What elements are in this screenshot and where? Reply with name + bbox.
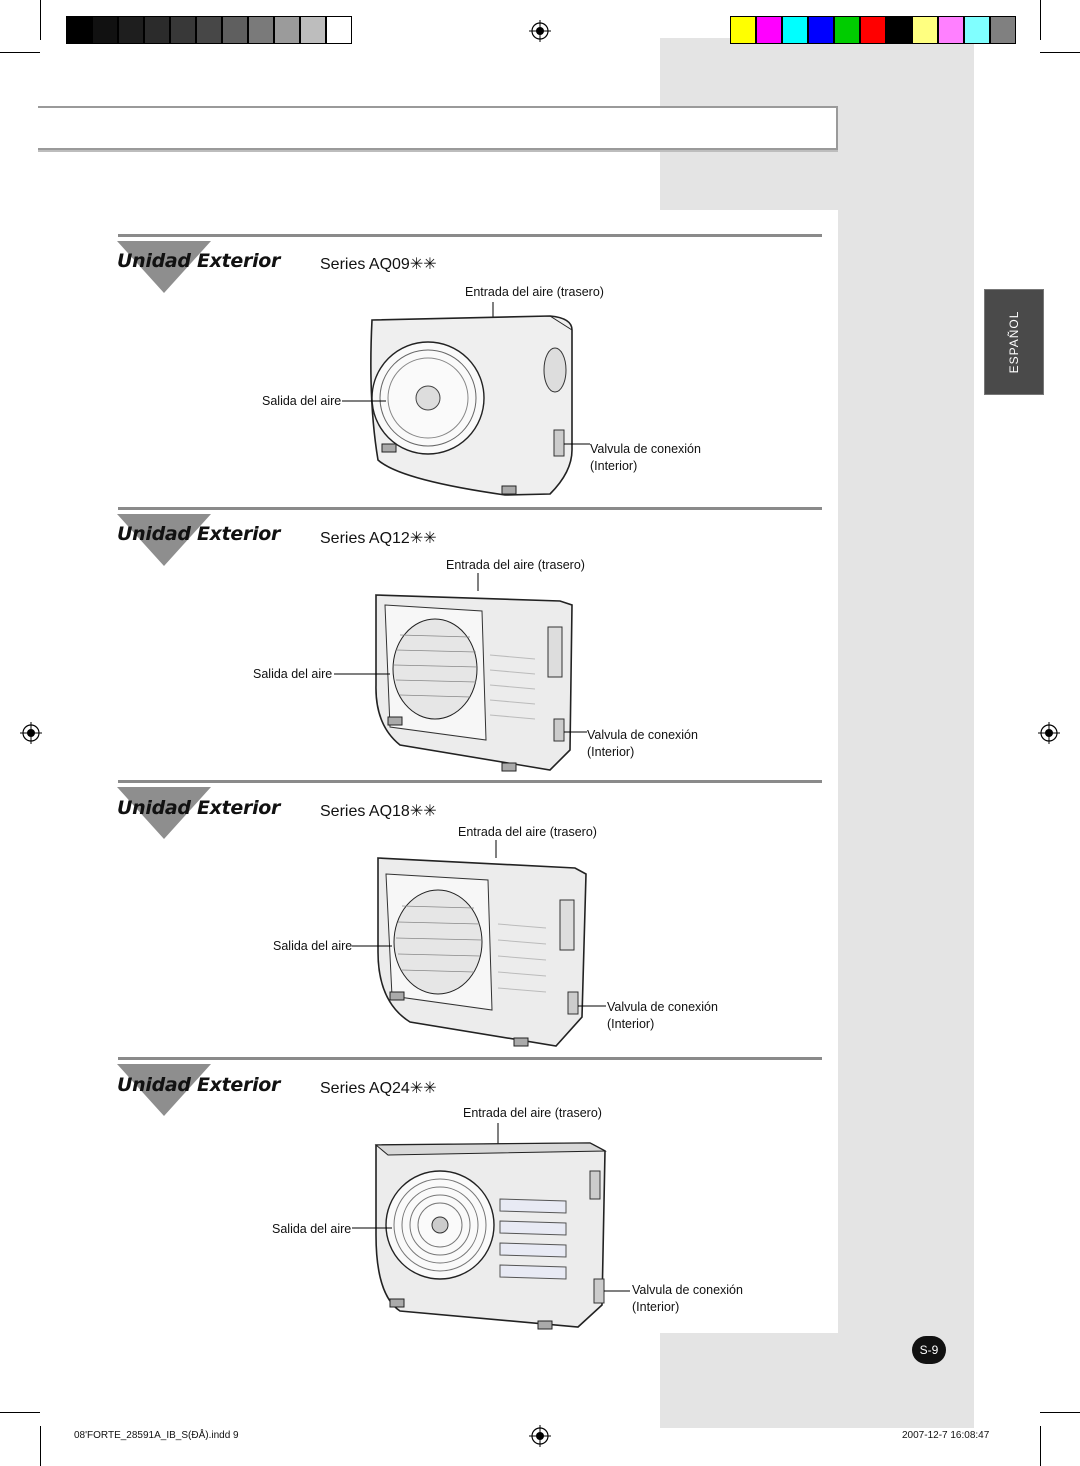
valve-label-sub: (Interior) bbox=[587, 745, 635, 759]
crop-mark bbox=[40, 0, 41, 40]
color-swatch bbox=[783, 17, 809, 43]
color-swatch bbox=[197, 17, 223, 43]
color-swatch bbox=[913, 17, 939, 43]
color-swatch bbox=[223, 17, 249, 43]
section-divider bbox=[118, 1057, 822, 1060]
valve-label: Valvula de conexión bbox=[607, 1000, 718, 1014]
outdoor-unit-aq12-illustration bbox=[334, 573, 587, 772]
air-outlet-label: Salida del aire bbox=[262, 394, 342, 408]
registration-mark-icon bbox=[529, 1425, 551, 1447]
color-swatch bbox=[887, 17, 913, 43]
valve-label: Valvula de conexión bbox=[590, 442, 701, 456]
header-bar bbox=[38, 106, 838, 150]
color-swatch bbox=[835, 17, 861, 43]
section-title: Unidad Exterior bbox=[117, 523, 281, 545]
side-panel-right bbox=[838, 38, 974, 1428]
color-swatches bbox=[730, 16, 1016, 44]
section-divider bbox=[118, 780, 822, 783]
section-triangle-icon bbox=[117, 787, 211, 839]
valve-label: Valvula de conexión bbox=[587, 728, 698, 742]
outdoor-unit-aq24-illustration bbox=[352, 1123, 630, 1330]
section-title: Unidad Exterior bbox=[117, 250, 281, 272]
series-label: Series AQ24✳✳ bbox=[320, 1080, 437, 1097]
color-swatch bbox=[809, 17, 835, 43]
outdoor-unit-aq18-illustration bbox=[352, 840, 606, 1047]
registration-mark-icon bbox=[20, 722, 42, 744]
crop-mark bbox=[40, 1426, 41, 1466]
crop-mark bbox=[1040, 52, 1080, 53]
color-swatch bbox=[861, 17, 887, 43]
color-swatch bbox=[145, 17, 171, 43]
color-swatch bbox=[731, 17, 757, 43]
section-triangle-icon bbox=[117, 1064, 211, 1116]
footer-filename: 08'FORTE_28591A_IB_S(ĐÅ).indd 9 bbox=[74, 1430, 239, 1441]
series-label: Series AQ12✳✳ bbox=[320, 530, 437, 547]
language-tab: ESPAÑOL bbox=[984, 289, 1044, 395]
color-swatch bbox=[249, 17, 275, 43]
color-swatch bbox=[171, 17, 197, 43]
color-swatch bbox=[275, 17, 301, 43]
color-swatch bbox=[327, 17, 351, 43]
registration-mark-icon bbox=[1038, 722, 1060, 744]
section-title: Unidad Exterior bbox=[117, 797, 281, 819]
valve-label-sub: (Interior) bbox=[590, 459, 638, 473]
series-label: Series AQ18✳✳ bbox=[320, 803, 437, 820]
section-divider bbox=[118, 507, 822, 510]
registration-mark-icon bbox=[529, 20, 551, 42]
air-outlet-label: Salida del aire bbox=[273, 939, 353, 953]
footer-timestamp: 2007-12-7 16:08:47 bbox=[902, 1430, 990, 1441]
section-divider bbox=[118, 234, 822, 237]
series-label: Series AQ09✳✳ bbox=[320, 256, 437, 273]
valve-label-sub: (Interior) bbox=[607, 1017, 655, 1031]
section-title: Unidad Exterior bbox=[117, 1074, 281, 1096]
air-inlet-label: Entrada del aire (trasero) bbox=[465, 285, 604, 299]
crop-mark bbox=[1040, 1412, 1080, 1413]
air-inlet-label: Entrada del aire (trasero) bbox=[446, 558, 585, 572]
section-triangle-icon bbox=[117, 514, 211, 566]
crop-mark bbox=[1040, 1426, 1041, 1466]
color-swatch bbox=[991, 17, 1015, 43]
page-number-badge: S-9 bbox=[912, 1336, 946, 1364]
grayscale-swatches bbox=[66, 16, 352, 44]
air-inlet-label: Entrada del aire (trasero) bbox=[463, 1106, 602, 1120]
color-swatch bbox=[301, 17, 327, 43]
color-swatch bbox=[757, 17, 783, 43]
crop-mark bbox=[1040, 0, 1041, 40]
language-tab-label: ESPAÑOL bbox=[1007, 310, 1021, 374]
air-outlet-label: Salida del aire bbox=[253, 667, 333, 681]
air-inlet-label: Entrada del aire (trasero) bbox=[458, 825, 597, 839]
color-swatch bbox=[965, 17, 991, 43]
outdoor-unit-aq09-illustration bbox=[342, 302, 590, 496]
color-swatch bbox=[93, 17, 119, 43]
valve-label: Valvula de conexión bbox=[632, 1283, 743, 1297]
color-swatch bbox=[939, 17, 965, 43]
color-swatch bbox=[67, 17, 93, 43]
section-triangle-icon bbox=[117, 241, 211, 293]
color-swatch bbox=[119, 17, 145, 43]
crop-mark bbox=[0, 52, 40, 53]
air-outlet-label: Salida del aire bbox=[272, 1222, 352, 1236]
valve-label-sub: (Interior) bbox=[632, 1300, 680, 1314]
crop-mark bbox=[0, 1412, 40, 1413]
